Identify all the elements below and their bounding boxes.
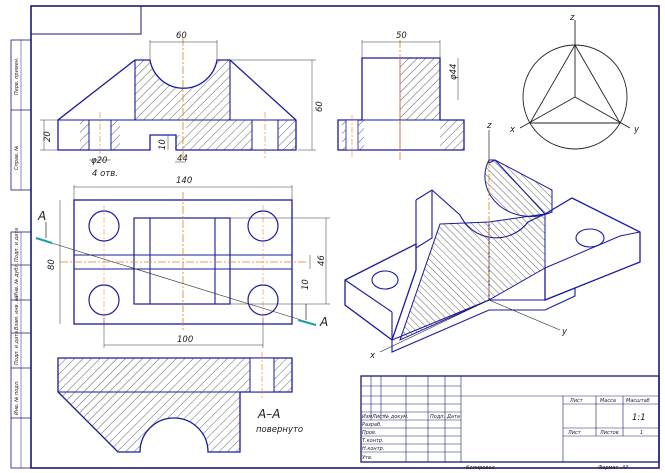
tb-mass-label: Масса: [600, 398, 616, 404]
side-strip-labels: Перв. примен. Справ. № Подп. и дата Инв.…: [14, 57, 20, 415]
tb-col-sign: Подп.: [430, 414, 445, 420]
iso-axis-x: x: [369, 351, 376, 361]
sheet-frame: [10, 5, 660, 469]
dim-top-length: 140: [176, 176, 192, 186]
tb-row-utv: Утв.: [362, 455, 373, 461]
axis-diagram: z x y: [509, 13, 640, 150]
tb-scale-label: Масштаб: [626, 398, 650, 404]
side-label-6: Инв. № подл.: [14, 381, 20, 416]
tb-col-izm: Изм: [362, 414, 372, 420]
side-label-2: Подп. и дата: [14, 228, 20, 262]
tb-sheets-value: 1: [640, 430, 643, 436]
tb-sheet-label: Лист: [569, 398, 584, 404]
tb-sheets-label: Листов: [599, 430, 619, 436]
tb-scale-value: 1:1: [632, 413, 646, 423]
top-view: 140 80 46 10 100 A A: [35, 176, 330, 348]
corner-stamp: [30, 5, 142, 35]
dim-top-inner: 46: [317, 255, 327, 266]
format-value: A3: [621, 465, 629, 471]
tb-row-prov: Пров.: [362, 430, 377, 436]
dim-side-width: 50: [396, 31, 407, 41]
section-note: повернуто: [256, 425, 303, 435]
tb-row-nkontr: Н.контр.: [362, 446, 384, 452]
axis-x-label: x: [509, 125, 516, 135]
section-a-a: A–A повернуто: [57, 352, 303, 453]
iso-axis-z: z: [486, 121, 492, 131]
dim-top-hole-span: 100: [177, 335, 193, 345]
side-label-0: Перв. примен.: [14, 57, 20, 95]
iso-axis-y: y: [561, 327, 568, 337]
dim-top-slot: 10: [301, 279, 311, 290]
format-label: Формат: [598, 465, 619, 471]
tb-col-list: Лист: [371, 414, 386, 420]
dim-side-bore: φ44: [449, 64, 459, 80]
dim-front-slot-h: 10: [158, 139, 168, 150]
dim-front-base: 20: [43, 131, 53, 142]
dim-front-holes-count: 4 отв.: [92, 169, 118, 179]
side-view: 50 φ44: [337, 31, 465, 160]
dim-front-slot-w: 44: [177, 154, 188, 164]
axis-y-label: y: [633, 125, 640, 135]
dim-front-width: 60: [176, 31, 187, 41]
axis-z-label: z: [569, 13, 575, 23]
side-label-3: Инв. № дубл.: [14, 263, 20, 297]
side-label-5: Подп. и дата: [14, 331, 20, 365]
section-title: A–A: [257, 407, 280, 421]
cut-letter-top: A: [37, 209, 46, 223]
tb-row-razrab: Разраб.: [362, 422, 382, 428]
tb-col-doc: № докум.: [383, 414, 409, 420]
tb-col-date: Дата: [446, 414, 460, 420]
tb-sheet-label2: Лист: [567, 430, 582, 436]
side-label-4: Взам. инв. №: [14, 296, 20, 330]
front-view: 60 60 20 10 44 φ20 4 отв.: [40, 31, 325, 179]
title-block: Изм Лист № докум. Подп. Дата Разраб. Про…: [360, 375, 660, 463]
isometric-view: z x y: [344, 121, 641, 361]
cut-letter-bottom: A: [319, 315, 328, 329]
tb-row-tkontr: Т.контр.: [362, 438, 384, 444]
dim-top-depth: 80: [47, 259, 57, 270]
side-label-1: Справ. №: [14, 146, 20, 170]
copied-label: Копировал: [466, 465, 495, 471]
dim-front-hole: φ20: [91, 156, 107, 166]
dim-front-height: 60: [315, 101, 325, 112]
